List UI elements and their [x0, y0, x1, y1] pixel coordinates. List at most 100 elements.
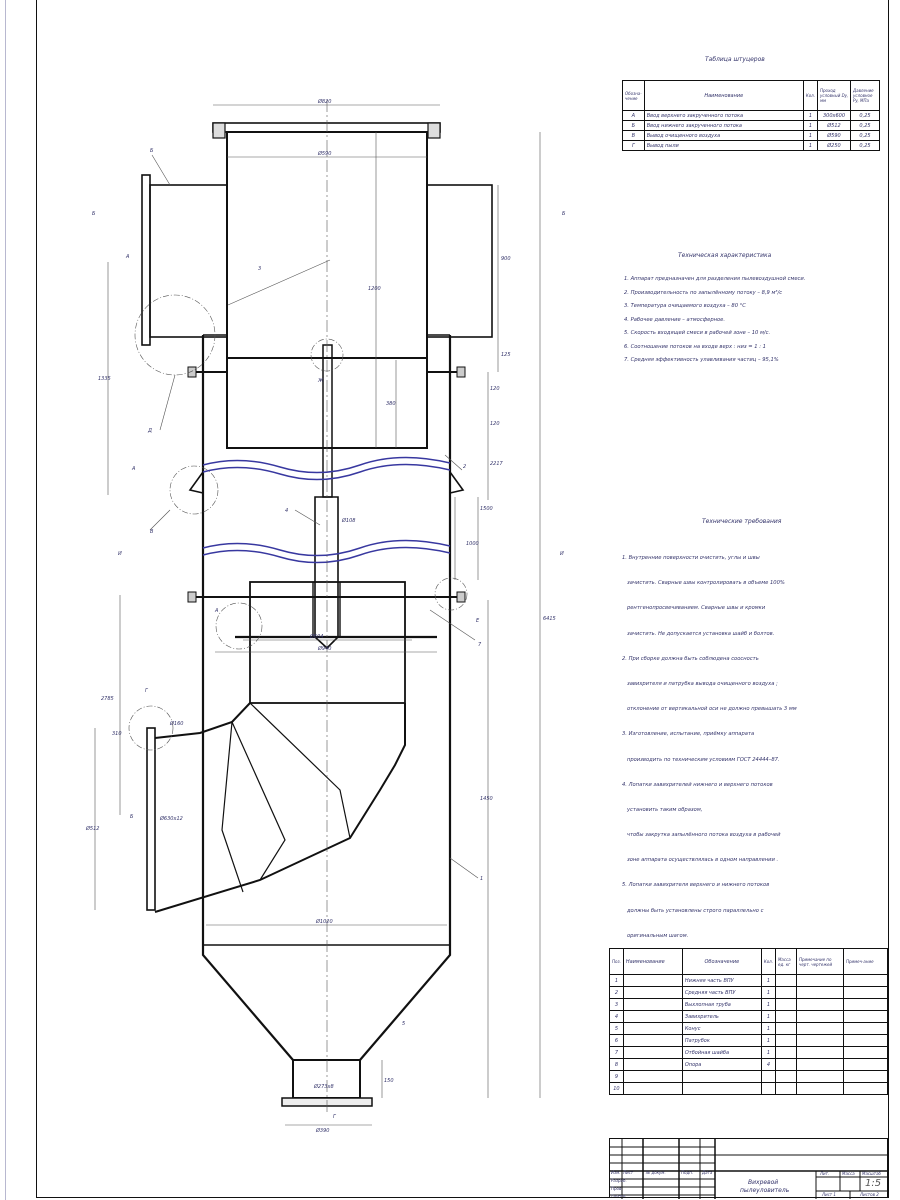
header-py: Давление условное Py, МПа	[850, 80, 880, 111]
sheet-number: Лист 1	[822, 1192, 836, 1197]
cell-empty	[795, 1046, 844, 1059]
requirement-line: зачистить. Не допускается установка шайб…	[622, 630, 775, 637]
cell-name: Конус	[681, 1022, 762, 1035]
cell-pos: 4	[609, 1010, 624, 1023]
requirement-line: установить таким образом,	[622, 806, 703, 813]
header-dy: Проход условный Dy, мм	[817, 80, 851, 111]
dim-outlet-height: 150	[384, 1078, 394, 1084]
nozzle-table-title: Таблица штуцеров	[705, 56, 765, 63]
dim-inlet-b: Ø512	[85, 825, 99, 832]
cell-empty	[795, 1034, 844, 1047]
nozzle-table: Обозна-чение Наименование Кол. Проход ус…	[622, 80, 880, 151]
cone	[201, 945, 452, 1061]
cell-mark: Б	[622, 120, 645, 131]
cell-empty	[774, 1010, 797, 1023]
cell-empty	[842, 974, 889, 987]
cell-py: 0,25	[850, 110, 880, 121]
label-doc: № докум.	[646, 1170, 666, 1175]
requirement-line: зачистить. Сварные швы контролировать в …	[622, 580, 785, 587]
cell-empty	[842, 998, 889, 1011]
cell-name: Вывод очищенного воздуха	[643, 130, 804, 141]
cell-empty	[622, 1034, 683, 1047]
cell-name: Опора	[681, 1058, 762, 1071]
dim-rod-diameter: Ø108	[341, 517, 355, 524]
dim-exhaust-length: 1200	[368, 286, 381, 292]
flange-bolt-right	[427, 122, 441, 139]
cell-empty	[622, 1058, 683, 1071]
tech-requirements-list: 1. Внутренние поверхности очистить, углы…	[622, 540, 797, 949]
central-shaft	[322, 344, 333, 498]
cell-empty	[842, 986, 889, 999]
requirement-line: 2. При сборке должна быть соблюдена соос…	[622, 655, 759, 662]
cell-qty: 1	[802, 120, 819, 131]
leader-labels: Б Б Б А 3 Д Ж А В 2 4 И И А Е 7 Г Б 1 5 …	[92, 148, 566, 1120]
cell-qty: 1	[760, 1022, 776, 1035]
requirement-line: 4. Лопатки завихрителей нижнего и верхне…	[622, 781, 773, 788]
tech-requirements-title: Технические требования	[702, 518, 782, 525]
detail-circle-a	[215, 602, 263, 650]
cell-pos: 8	[609, 1058, 624, 1071]
cell-empty	[774, 1022, 797, 1035]
requirement-line: 1. Внутренние поверхности очистить, углы…	[622, 555, 760, 561]
cell-qty: 4	[760, 1058, 776, 1071]
cell-pos: 7	[609, 1046, 624, 1059]
section-mark-b-right: Б	[562, 211, 566, 217]
label-b: Б	[150, 148, 154, 154]
dim-swirler-inner: Ø604	[309, 633, 323, 640]
section-mark-i-left: И	[118, 551, 122, 557]
cell-empty	[842, 1082, 889, 1095]
label-g-outlet: Г	[333, 1114, 337, 1120]
title-block: Изм. Лист № докум. Подп. Дата Разраб. Пр…	[609, 1138, 889, 1199]
tech-item: 7. Средняя эффективность улавливания час…	[624, 357, 779, 363]
cell-name: Вывод пыли	[643, 140, 804, 151]
cell-dy: 300х600	[817, 110, 851, 121]
dim-outlet-diameter: Ø273х8	[313, 1083, 334, 1090]
cell-mark: В	[622, 130, 645, 141]
detail-circle-d	[134, 294, 216, 376]
requirement-line: оригинальным шагом.	[622, 932, 689, 939]
label-g: Г	[145, 688, 149, 694]
label-sign: Подп.	[681, 1170, 694, 1175]
cell-empty	[622, 1070, 683, 1083]
cell-qty: 1	[802, 130, 819, 141]
cell-qty: 1	[760, 1046, 776, 1059]
header-pos: Поз.	[609, 948, 624, 975]
specification-table: Поз. Наименование Обозначение Кол. Масса…	[609, 948, 889, 1095]
drawing-title-line2: пылеуловитель	[740, 1187, 790, 1194]
tech-item: 6. Соотношение потоков на входе верх : н…	[624, 343, 766, 350]
tech-item: 2. Производительность по запылённому пот…	[624, 289, 783, 296]
requirement-line: зоне аппарата осуществлялась в одном нап…	[622, 857, 779, 864]
cell-qty	[760, 1070, 776, 1083]
cell-empty	[774, 1034, 797, 1047]
cell-name	[681, 1070, 762, 1083]
cell-empty	[622, 1082, 683, 1095]
tech-item: 1. Аппарат предназначен для разделения п…	[624, 276, 806, 282]
label-tcontrol: Т.контр.	[611, 1194, 627, 1198]
label-lit: Лит.	[820, 1171, 830, 1176]
cell-pos: 10	[609, 1082, 624, 1095]
cell-pos: 2	[609, 986, 624, 999]
cell-pos: 9	[609, 1070, 624, 1083]
cell-pos: 5	[609, 1022, 624, 1035]
cell-empty	[795, 1058, 844, 1071]
scale-value: 1:5	[865, 1178, 882, 1189]
cell-qty: 1	[760, 986, 776, 999]
tech-characteristics-title: Техническая характеристика	[678, 252, 772, 259]
cell-name: Нижняя часть ВПУ	[681, 974, 762, 987]
cell-py: 0,25	[850, 140, 880, 151]
dim-outlet-flange: Ø390	[315, 1127, 329, 1134]
cell-qty	[760, 1082, 776, 1095]
header-note-drawings: Примечание по черт. чертежей	[795, 948, 844, 975]
cell-empty	[842, 1070, 889, 1083]
dim-310: 310	[112, 731, 122, 737]
cell-empty	[622, 974, 683, 987]
label-d: Д	[147, 428, 152, 434]
cell-empty	[622, 1022, 683, 1035]
cell-name: Патрубок	[681, 1034, 762, 1047]
